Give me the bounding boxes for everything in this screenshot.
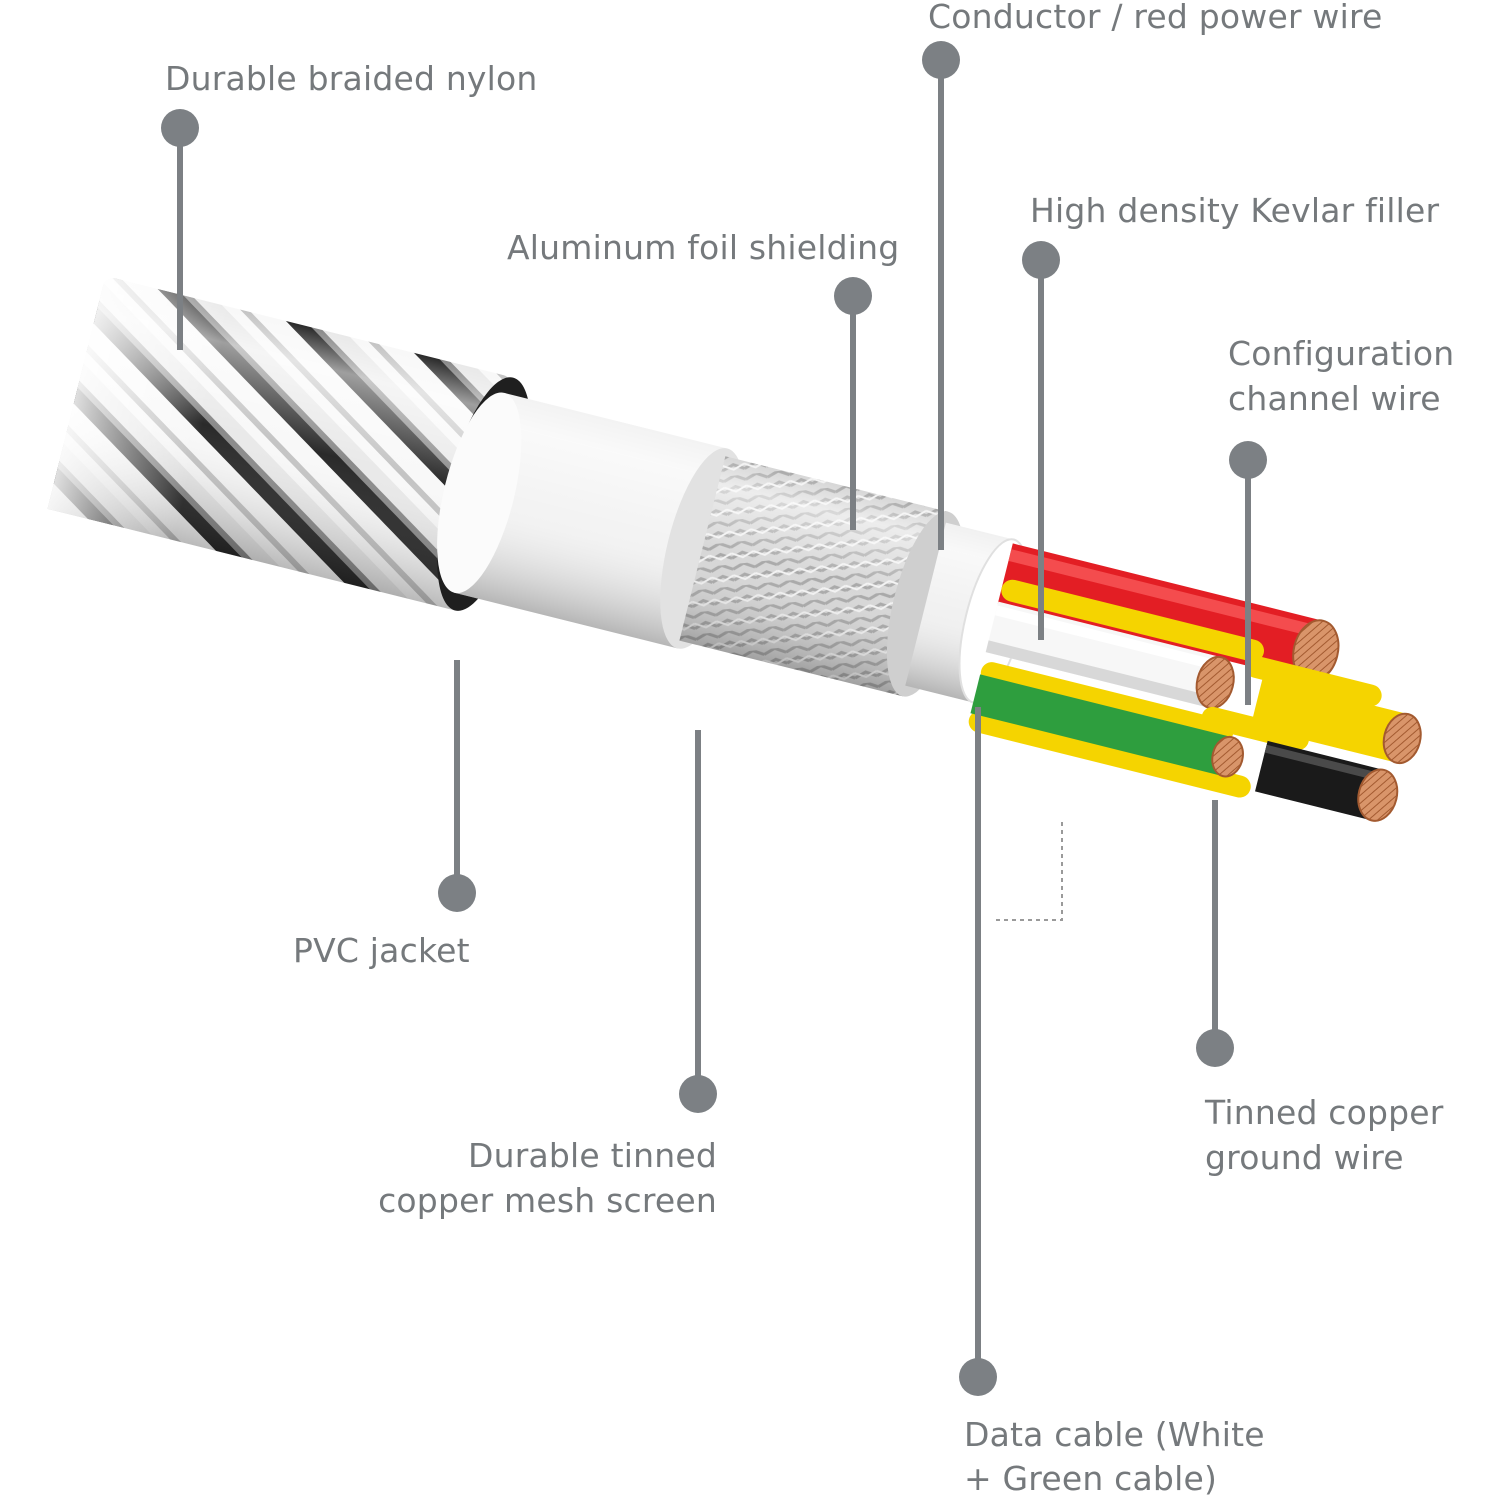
callout-dot-conductor xyxy=(922,41,960,79)
callout-dot-braided xyxy=(161,109,199,147)
configuration-channel-wire xyxy=(1250,677,1409,763)
callout-dot-mesh xyxy=(679,1075,717,1113)
callouts xyxy=(161,41,1267,1396)
callout-dot-data xyxy=(959,1358,997,1396)
white-data-wire xyxy=(985,601,1222,708)
label-data-line2: + Green cable) xyxy=(964,1459,1218,1498)
callout-dot-pvc xyxy=(438,874,476,912)
callout-dot-kevlar xyxy=(1022,241,1060,279)
kevlar-filler-2 xyxy=(1245,655,1382,707)
kevlar-filler-3 xyxy=(1201,706,1309,751)
label-data-line1: Data cable (White xyxy=(964,1415,1265,1454)
label-mesh-line1: Durable tinned xyxy=(467,1136,717,1175)
label-config-line2: channel wire xyxy=(1228,379,1441,418)
label-kevlar: High density Kevlar filler xyxy=(1030,191,1440,230)
label-mesh-line2: copper mesh screen xyxy=(378,1181,717,1220)
callout-dot-foil xyxy=(834,277,872,315)
label-ground-line1: Tinned copper xyxy=(1205,1093,1444,1132)
green-data-wire xyxy=(970,674,1233,777)
callout-dot-ground xyxy=(1196,1029,1234,1067)
label-config-line1: Configuration xyxy=(1228,334,1455,373)
kevlar-filler-5 xyxy=(968,710,1251,798)
kevlar-filler-1 xyxy=(1001,579,1265,662)
inner-wires xyxy=(968,543,1422,822)
label-braided-nylon: Durable braided nylon xyxy=(165,59,538,98)
label-foil: Aluminum foil shielding xyxy=(507,228,900,267)
cable-body xyxy=(47,275,1422,822)
ground-wire xyxy=(1255,740,1385,821)
label-conductor: Conductor / red power wire xyxy=(928,0,1383,36)
label-pvc: PVC jacket xyxy=(293,931,470,970)
pvc-jacket xyxy=(437,392,745,649)
callout-dot-config xyxy=(1229,441,1267,479)
data-cable-bracket xyxy=(995,822,1063,921)
label-ground-line2: ground wire xyxy=(1205,1138,1404,1177)
copper-mesh-screen xyxy=(679,456,965,697)
